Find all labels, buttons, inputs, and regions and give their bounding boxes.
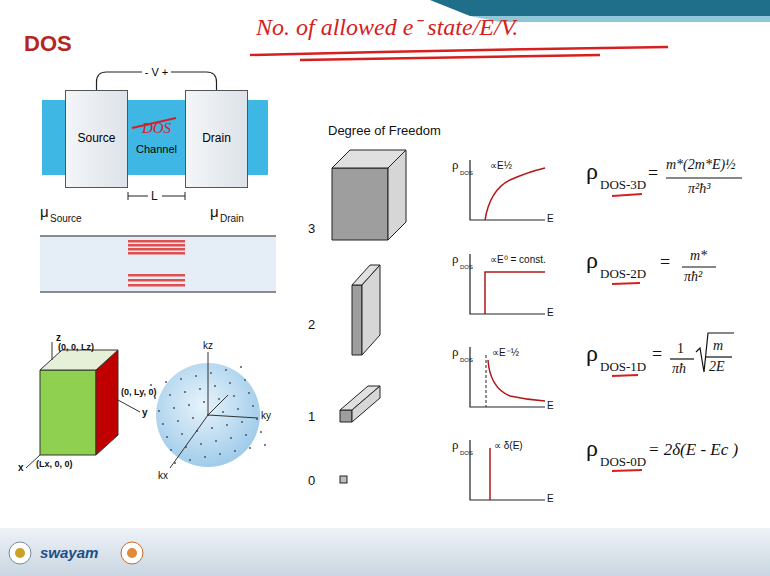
proportionality: ∝E⁰ = const.	[490, 254, 546, 265]
axis-label: y	[142, 407, 148, 418]
logo	[127, 548, 137, 558]
formula: =	[660, 253, 670, 273]
handwritten-note: No. of allowed e⁻ state/E/V.	[256, 14, 518, 40]
proportionality: ∝ δ(E)	[494, 440, 523, 451]
k-axis: ky	[261, 410, 271, 421]
edge-label: - V +	[142, 66, 172, 78]
k-axes	[170, 352, 258, 468]
axis-label: ρ	[452, 345, 459, 359]
source-box: Source	[65, 90, 128, 188]
coordinate: (Lx, 0, 0)	[36, 460, 73, 470]
formula: ρ	[586, 158, 598, 184]
slide-title: DOS	[24, 32, 72, 56]
formula-sub: DOS-1D	[600, 360, 646, 374]
formula: πħ²	[684, 269, 702, 284]
coordinate: (0, Ly, 0)	[121, 388, 157, 398]
fraction-bars	[666, 178, 742, 372]
axis-label: ρ	[452, 438, 459, 452]
node-text: Channel	[136, 143, 177, 156]
potential-symbol: μ	[40, 204, 49, 221]
logo	[9, 542, 31, 564]
axis-label: ρ	[452, 252, 459, 266]
dimension: 3	[308, 222, 315, 236]
axis-sub: DOS	[460, 450, 473, 457]
length-label: L	[151, 190, 158, 203]
dos-curves	[485, 168, 545, 500]
formula: ρ	[586, 435, 598, 461]
header-band	[430, 0, 770, 16]
axis-label: E	[547, 400, 554, 411]
potential-symbol: μ	[210, 204, 219, 221]
channel-states	[128, 240, 185, 287]
formula-sub: DOS-3D	[600, 178, 646, 192]
k-axis: kx	[158, 470, 168, 481]
coordinate: (0, 0, Lz)	[58, 343, 94, 353]
cube-front	[40, 370, 96, 455]
logo	[121, 542, 143, 564]
formula: =	[652, 345, 662, 365]
formula: m*(2m*E)½	[666, 157, 736, 172]
formula: ρ	[586, 247, 598, 273]
formula: =	[648, 164, 658, 184]
potential-sub: Drain	[220, 213, 244, 224]
band-region	[40, 236, 276, 292]
axis-label: x	[18, 462, 24, 473]
channel-region: DOS Channel	[128, 100, 185, 175]
logo-text: swayam	[40, 545, 98, 562]
formula-sub: DOS-0D	[600, 455, 646, 469]
proportionality: ∝E½	[490, 160, 512, 171]
formula: m*	[690, 248, 707, 263]
dimension: 0	[308, 474, 315, 488]
dashed-edge	[486, 355, 487, 407]
logo	[15, 548, 25, 558]
formula: ρ	[586, 340, 598, 366]
dimension: 2	[308, 318, 315, 332]
plot-axes	[470, 160, 545, 500]
node-text: Source	[77, 132, 115, 146]
dimension-shapes	[332, 150, 406, 483]
node-text: Drain	[202, 132, 231, 146]
band-edge	[40, 291, 276, 292]
potential-sub: Source	[50, 213, 82, 224]
red-underlines	[612, 194, 642, 471]
axis-label: z	[56, 332, 61, 343]
axis-label: ρ	[452, 158, 459, 172]
dimension: 1	[308, 410, 315, 424]
axis-sub: DOS	[460, 170, 473, 177]
proportionality: ∝E⁻½	[492, 347, 519, 358]
formula-sub: DOS-2D	[600, 267, 646, 281]
formula: = 2δ(E - Ec )	[648, 441, 738, 460]
red-underline	[250, 47, 668, 60]
axis-sub: DOS	[460, 264, 473, 271]
axis-label: E	[547, 307, 554, 318]
axis-label: E	[547, 493, 554, 504]
heading: Degree of Freedom	[328, 124, 441, 138]
axes	[26, 342, 140, 468]
formula: 1	[677, 341, 684, 356]
fermi-line	[40, 235, 276, 236]
formula: πħ	[672, 361, 686, 376]
footer-bar	[0, 528, 770, 576]
axis-sub: DOS	[460, 357, 473, 364]
drain-box: Drain	[185, 90, 248, 188]
axis-label: E	[547, 213, 554, 224]
formula: π²ħ³	[688, 181, 710, 196]
node-text: DOS	[142, 120, 171, 137]
formula: 2E	[709, 359, 725, 374]
k-axis: kz	[203, 340, 213, 351]
formula: m	[713, 338, 723, 353]
